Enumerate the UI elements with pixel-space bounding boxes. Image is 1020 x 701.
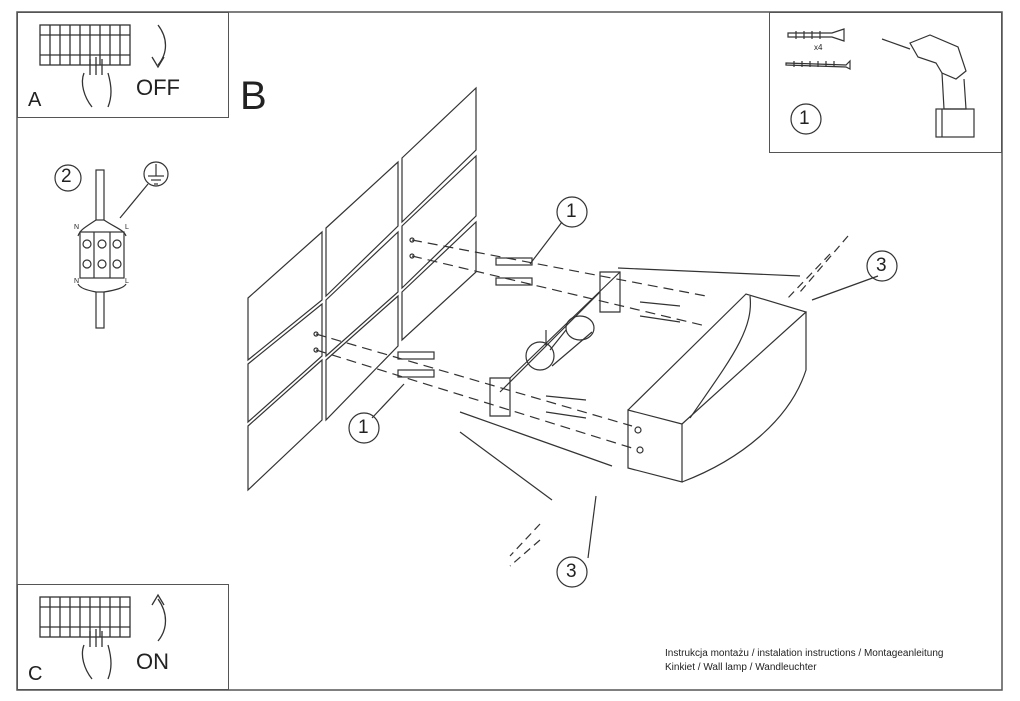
panel-a-state: OFF [136, 75, 180, 100]
ground-icon [119, 161, 169, 219]
wiring-diagram [54, 161, 169, 329]
callout-wall-plugs: 1 [566, 201, 577, 222]
panel-c: C ON [17, 584, 229, 690]
tools-illustration [785, 28, 975, 138]
panel-c-state: ON [136, 649, 169, 674]
callout-wall-plugs-left: 1 [358, 417, 369, 438]
panel-a-letter: A [28, 89, 42, 111]
terminal-label-l-top: L [125, 224, 129, 231]
mounting-bracket [459, 267, 801, 501]
tools-quantity: x4 [814, 43, 823, 52]
wiring-step-number: 2 [61, 166, 72, 187]
screw-icon [785, 59, 851, 70]
lamp-holder [525, 315, 595, 371]
panel-c-letter: C [28, 663, 43, 685]
wall-plug-icon [787, 28, 845, 42]
callout-screws-top: 3 [876, 255, 887, 276]
footer-line-2: Kinkiet / Wall lamp / Wandleuchter [665, 662, 817, 673]
wall-tiles [247, 86, 477, 492]
callout-screws-bottom: 3 [566, 561, 577, 582]
switch-on-icon [39, 593, 167, 680]
lamp-housing [627, 293, 808, 483]
tools-step-number: 1 [799, 108, 810, 129]
wall-plug-icon [397, 257, 533, 378]
drill-icon [881, 34, 975, 138]
terminal-label-l-bottom: L [125, 278, 129, 285]
screw-icon [545, 301, 681, 419]
footer-line-1: Instrukcja montażu / instalation instruc… [665, 648, 944, 659]
panel-a: A OFF [17, 12, 229, 118]
terminal-block-icon [79, 231, 125, 279]
terminal-label-n-top: N [74, 224, 80, 231]
tools-panel: x4 1 [769, 12, 1002, 153]
section-b-letter: B [240, 74, 267, 118]
terminal-label-n-bottom: N [74, 278, 80, 285]
switch-off-icon [39, 24, 167, 108]
